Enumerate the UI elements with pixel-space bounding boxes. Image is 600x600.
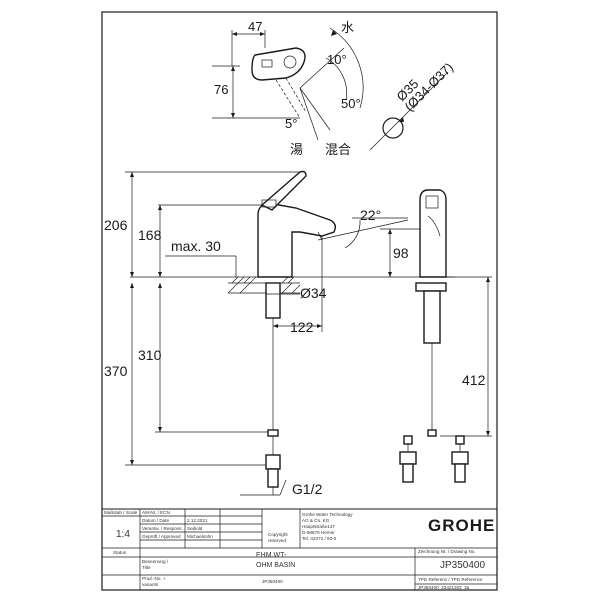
label-mix: 混合 <box>325 142 351 157</box>
dim-412: 412 <box>462 372 486 388</box>
reference-label: TPD Referenz / TPD Reference <box>418 577 483 582</box>
prod-no-label-1: Prod.-No. + <box>142 576 166 581</box>
dim-76: 76 <box>214 82 228 97</box>
angle-10: 10° <box>327 52 347 67</box>
dim-g12: G1/2 <box>292 481 323 497</box>
dim-d34: Ø34 <box>300 285 327 301</box>
prod-no-value: JP350400 <box>262 579 283 584</box>
dim-310: 310 <box>138 347 162 363</box>
scale-value: 1:4 <box>116 529 130 540</box>
scale-label: Maßstab / Scale <box>104 510 138 515</box>
dim-47: 47 <box>248 19 262 34</box>
product-name-2: OHM BASIN <box>256 562 295 569</box>
company-line-3: Hauptstraße137 <box>302 524 335 529</box>
angle-5: 5° <box>285 116 297 131</box>
drawing-no: JP350400 <box>440 560 485 571</box>
drawing-no-label: Zeichnung Nr. / Drawing No. <box>418 549 476 554</box>
responsible-value: Seibold <box>187 526 203 531</box>
dim-370: 370 <box>104 363 128 379</box>
angle-50: 50° <box>341 96 361 111</box>
company-line-4: D-58675 Hemer <box>302 530 335 535</box>
dim-206: 206 <box>104 217 128 233</box>
side-view: 22° 98 412 <box>317 189 492 483</box>
dim-98: 98 <box>393 245 409 261</box>
title-label-1: Benennung / <box>142 559 169 564</box>
angle-22: 22° <box>360 207 381 223</box>
status-label: Status <box>113 550 127 555</box>
grohe-logo: GROHE <box>428 516 495 535</box>
prod-no-label-2: variants <box>142 582 159 587</box>
title-label-2: Title <box>142 565 151 570</box>
dim-122: 122 <box>290 319 314 335</box>
approved-value: Michaelsohn <box>187 534 213 539</box>
title-block: Maßstab / Scale AM-Nr. / ECN 1:4 Datum /… <box>102 508 497 590</box>
sheet-frame <box>101 11 498 591</box>
label-hot: 湯 <box>290 142 303 157</box>
responsible-label: Verantw. / Respons. <box>142 526 183 531</box>
copyright-line-1: Copyright <box>268 532 288 537</box>
company-line-2: AG & Co. KG <box>302 518 330 523</box>
copyright-line-2: reserved <box>268 538 286 543</box>
supply-connector-left <box>399 435 417 483</box>
product-name-1: EHM.WT- <box>256 552 287 559</box>
dim-max30: max. 30 <box>171 238 221 254</box>
date-label: Datum / Date <box>142 518 170 523</box>
ecn-label: AM-Nr. / ECN <box>142 510 170 515</box>
dim-168: 168 <box>138 227 162 243</box>
approved-label: Geprüft / Approved <box>142 534 181 539</box>
date-value: 2.12.2021 <box>187 518 208 523</box>
top-view: 47 76 水 10° 50° 5° 湯 混合 <box>212 19 364 157</box>
supply-connector-right <box>451 435 469 483</box>
reference-value: JP350400_23421302_3a <box>418 585 470 590</box>
mounting-hole-detail: Ø35 (Ø34-Ø37) <box>369 60 456 151</box>
label-cold: 水 <box>341 20 354 35</box>
front-view: 206 168 max. 30 Ø34 122 370 310 <box>104 170 345 497</box>
company-line-5: Tel. 02372 / 93-0 <box>302 536 337 541</box>
company-line-1: Grohe Water Technology <box>302 512 353 517</box>
